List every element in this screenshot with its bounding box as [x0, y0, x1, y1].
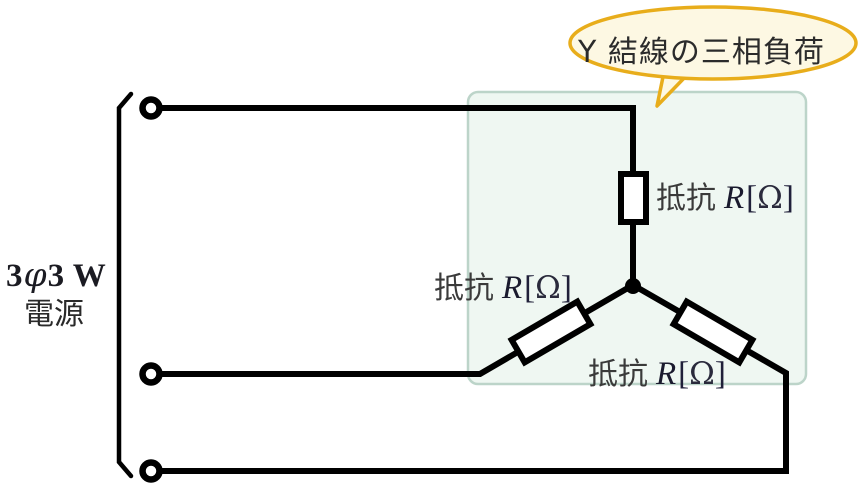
resistor-left-group [507, 297, 595, 367]
resistor-left-unit: Ω [535, 270, 561, 306]
terminal-phase-1[interactable] [139, 96, 163, 120]
resistor-top-bracket-close: ] [782, 180, 794, 216]
phi-symbol: φ [23, 255, 48, 294]
load-region-box [466, 90, 808, 386]
resistor-right-symbol: R [656, 356, 677, 392]
source-wire-count: 3 [47, 258, 66, 294]
resistor-top-label-prefix: 抵抗 [656, 181, 716, 216]
terminal-phase-2[interactable] [139, 362, 163, 386]
source-bracket [116, 91, 134, 479]
resistor-right-bracket-open: [ [678, 356, 690, 392]
resistor-top-body [618, 171, 649, 225]
resistor-left-bracket-open: [ [524, 270, 536, 306]
resistor-left-body [507, 297, 595, 367]
resistor-left-label-prefix: 抵抗 [434, 271, 494, 306]
callout-bubble [568, 5, 858, 81]
callout-label: Y 結線の三相負荷 [578, 35, 825, 70]
resistor-top-bracket-open: [ [746, 180, 758, 216]
resistor-top-unit: Ω [757, 180, 783, 216]
neutral-node-dot [625, 278, 641, 294]
source-label-line1: 3φ3 W [6, 258, 107, 293]
resistor-right-body [669, 297, 757, 367]
source-wire-unit: W [72, 258, 107, 294]
source-label-line2: 電源 [24, 297, 84, 332]
resistor-right-group [669, 297, 757, 367]
resistor-left-bracket-close: ] [560, 270, 572, 306]
wire-phase-1 [147, 105, 636, 179]
terminal-phase-3[interactable] [139, 459, 163, 483]
resistor-top-symbol: R [724, 180, 745, 216]
source-phase-count: 3 [6, 258, 24, 294]
resistor-right-unit: Ω [689, 356, 715, 392]
resistor-left-symbol: R [502, 270, 523, 306]
resistor-right-label-prefix: 抵抗 [588, 357, 648, 392]
resistor-right-bracket-close: ] [714, 356, 726, 392]
